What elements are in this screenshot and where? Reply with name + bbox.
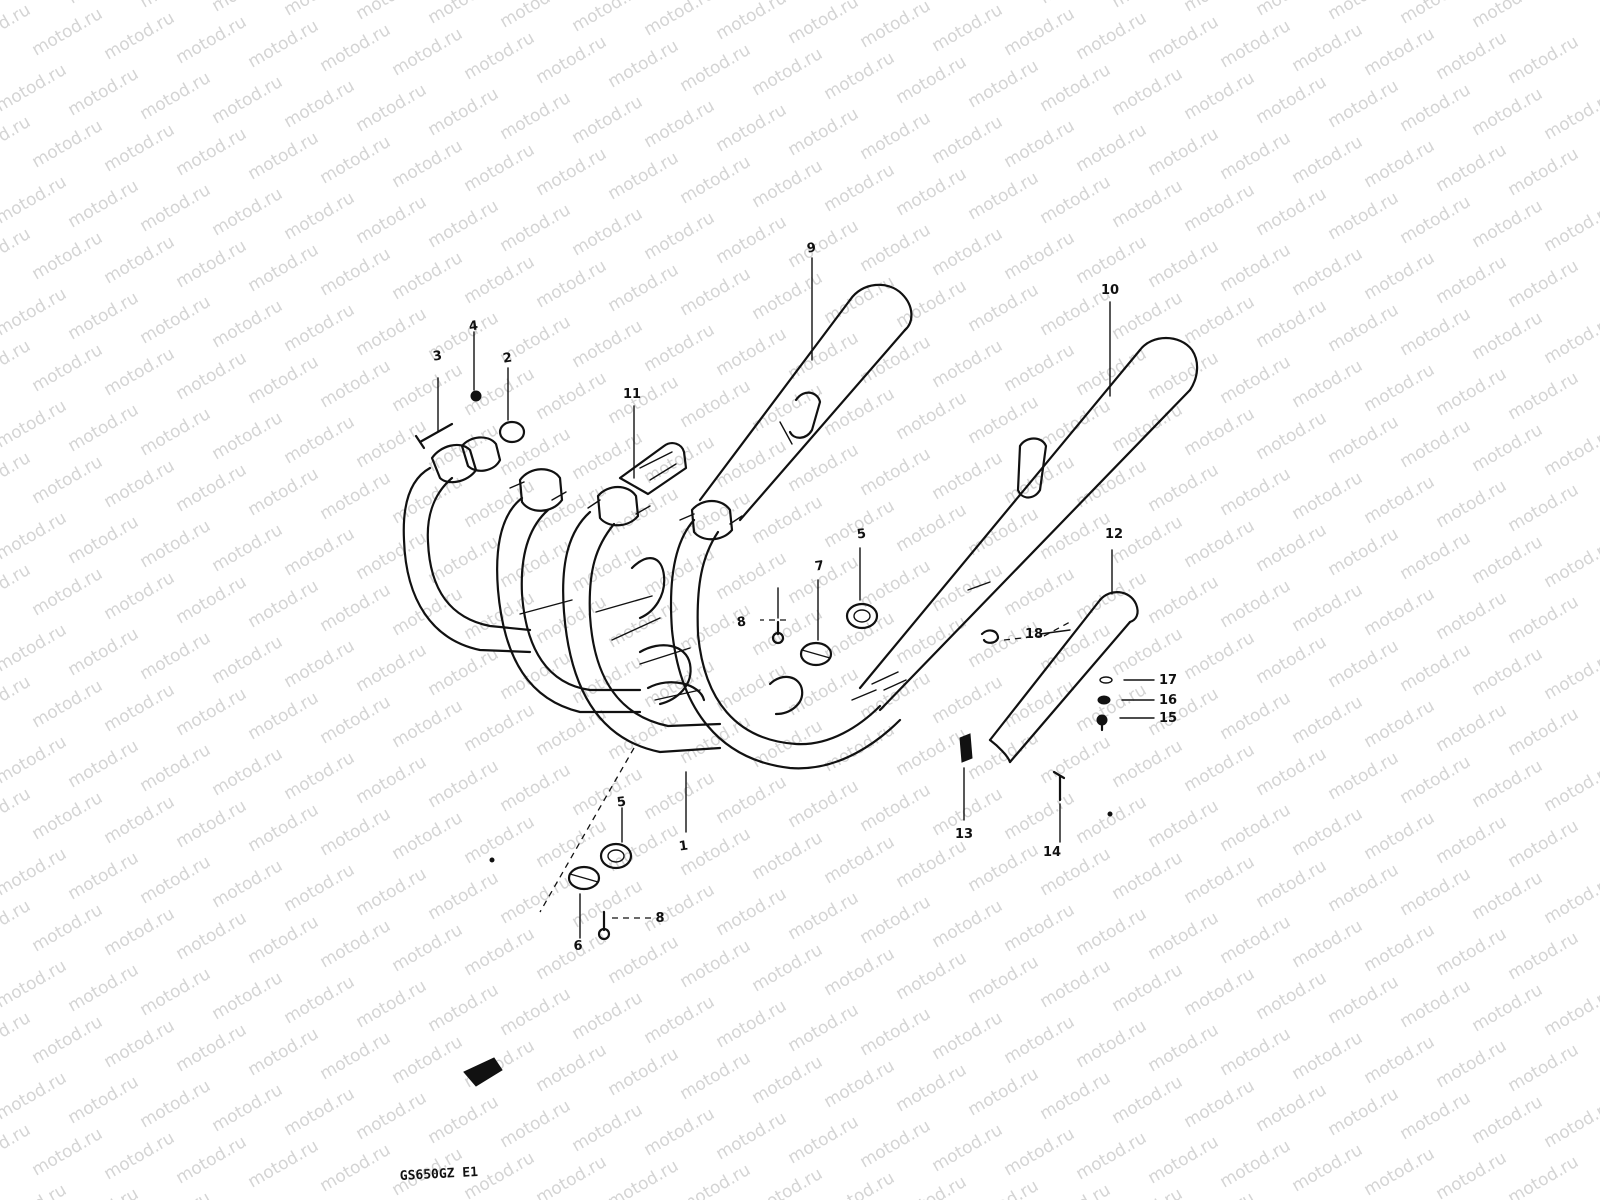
- callout-15: 15: [1159, 711, 1177, 726]
- callout-14: 14: [1043, 845, 1061, 860]
- gasket-part-5-right: [845, 602, 879, 630]
- callout-8-lower: 8: [655, 911, 664, 926]
- muffler-part-9: [698, 283, 913, 522]
- muffler-part-10: [851, 337, 1199, 712]
- bolt-part-15: [1096, 714, 1108, 732]
- bolt-part-8-lower: [597, 910, 611, 941]
- callout-3: 3: [432, 348, 443, 364]
- callout-8-right: 8: [736, 614, 747, 630]
- leader-lines: [437, 257, 1155, 939]
- callout-10: 10: [1101, 283, 1119, 298]
- callout-6: 6: [573, 939, 582, 954]
- gasket-part-2: [498, 420, 526, 444]
- callout-18: 18: [1025, 627, 1043, 642]
- clip-part-18: [980, 629, 1000, 644]
- callout-labels: 3 4 2 11 9 10 12 5 7 8 18 17 16 15 13 14…: [432, 240, 1177, 954]
- clip-part-13: [959, 733, 973, 763]
- callout-11: 11: [623, 387, 641, 402]
- gasket-part-5-lower: [599, 842, 633, 870]
- callout-5-lower: 5: [616, 794, 627, 810]
- callout-2: 2: [502, 350, 513, 366]
- stray-mark: [489, 857, 495, 863]
- washer-part-16: [1097, 695, 1111, 705]
- exhaust-header-pipes: [402, 466, 902, 770]
- stray-mark: [1107, 811, 1113, 817]
- screw-part-14: [1052, 770, 1066, 802]
- callout-16: 16: [1159, 693, 1177, 708]
- model-code: GS650GZ E1: [399, 1165, 478, 1184]
- clamp-part-6: [567, 865, 601, 891]
- callout-12: 12: [1105, 527, 1123, 542]
- mounting-plate: [463, 1057, 503, 1087]
- callout-5-right: 5: [856, 526, 867, 542]
- nut-part-4: [470, 390, 482, 402]
- header-flanges: [430, 436, 743, 541]
- callout-17: 17: [1159, 673, 1177, 688]
- callout-9: 9: [806, 240, 817, 256]
- callout-13: 13: [955, 827, 973, 842]
- callout-1: 1: [678, 838, 689, 854]
- heat-shield-part-12: [988, 591, 1139, 764]
- callout-4: 4: [468, 318, 479, 334]
- callout-7: 7: [814, 558, 825, 574]
- washer-part-17: [1099, 676, 1113, 684]
- bolt-part-3: [414, 422, 454, 450]
- bracket-part-11: [618, 442, 688, 496]
- bolt-part-8-right: [771, 620, 785, 645]
- clamp-part-7: [799, 641, 833, 667]
